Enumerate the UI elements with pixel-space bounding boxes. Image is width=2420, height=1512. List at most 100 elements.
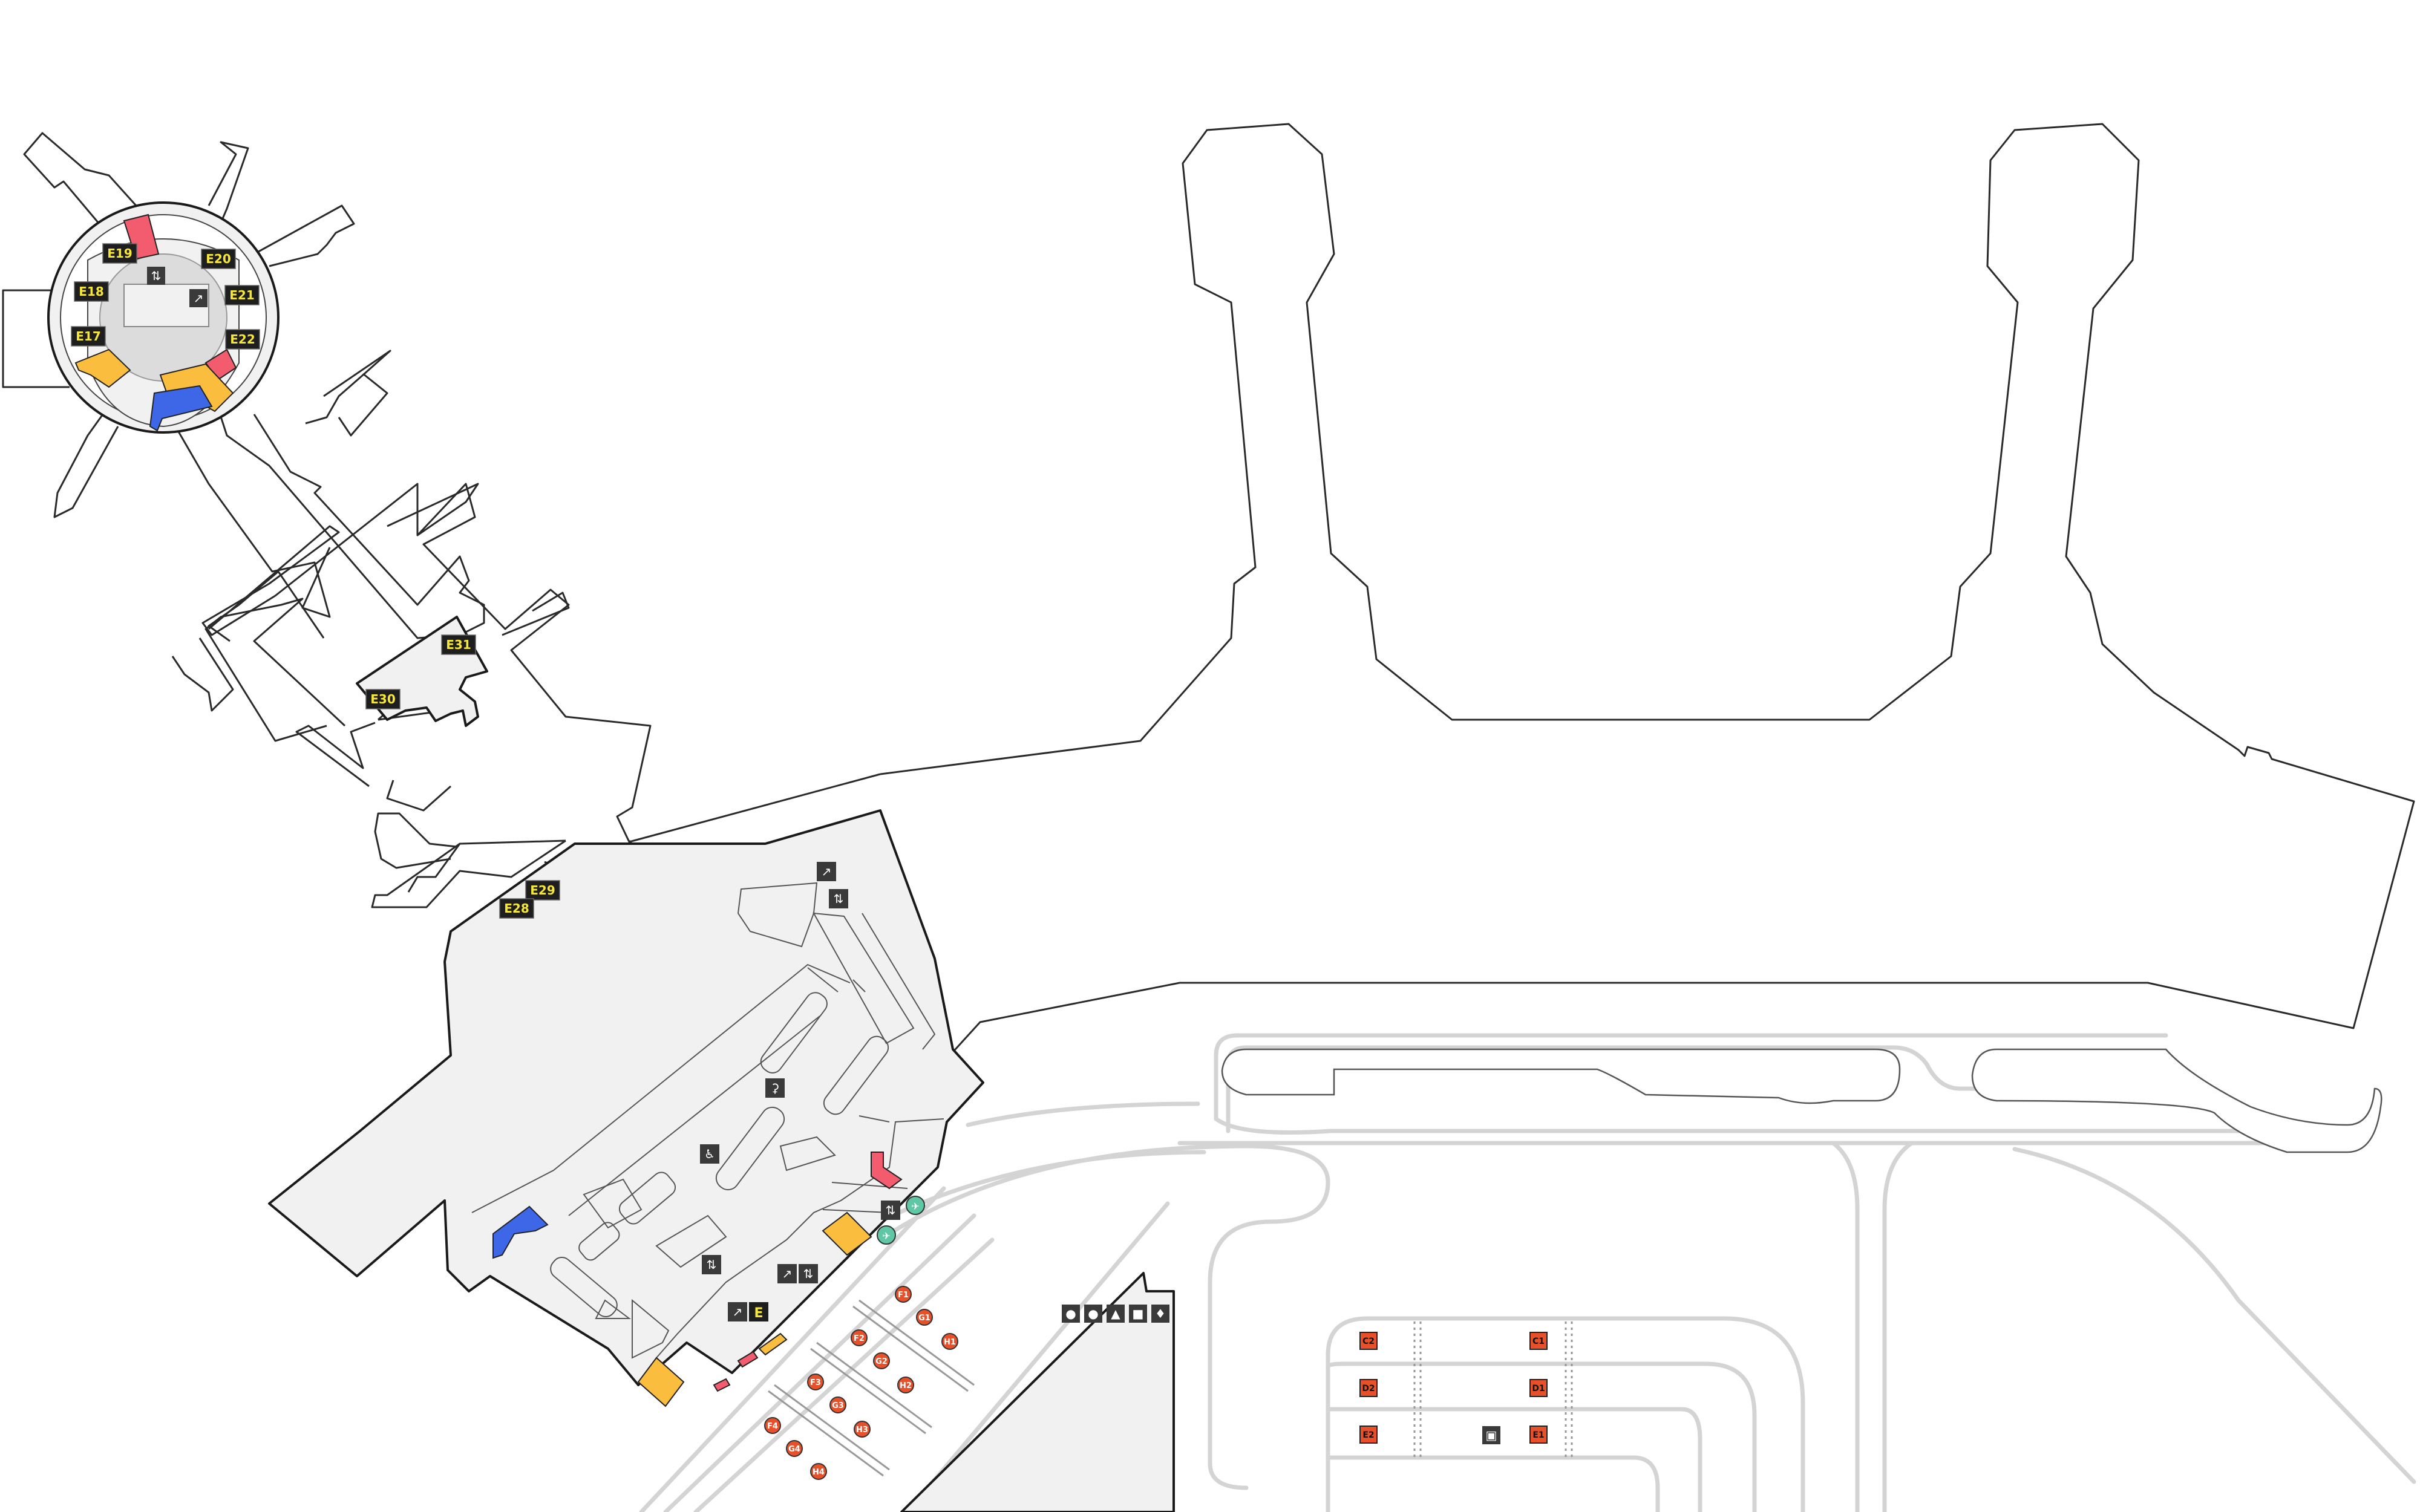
- stop-marker[interactable]: H1: [941, 1333, 958, 1350]
- shop-zone: [758, 1332, 788, 1356]
- train-icon[interactable]: ✈: [877, 1225, 896, 1245]
- taxi-icon[interactable]: ●: [1062, 1305, 1080, 1323]
- gate-e28[interactable]: E28: [499, 898, 534, 919]
- gate-labels: E19 E20 E18 E21 E17 E22 E31 E30: [71, 243, 560, 919]
- car-rental-icon[interactable]: ●: [1084, 1305, 1102, 1323]
- svg-text:●: ●: [1065, 1306, 1076, 1321]
- stop-marker[interactable]: H2: [897, 1377, 914, 1393]
- pickup-marker-d2[interactable]: D2: [1359, 1379, 1378, 1397]
- svg-text:E2: E2: [1362, 1430, 1374, 1440]
- gate-e30[interactable]: E30: [365, 689, 401, 709]
- shuttle-icon[interactable]: ▲: [1107, 1305, 1125, 1323]
- exit-e-marker[interactable]: E: [749, 1302, 768, 1321]
- gate-e19[interactable]: E19: [102, 243, 137, 264]
- bus-icon[interactable]: ■: [1129, 1305, 1147, 1323]
- elevator-icon[interactable]: ⇅: [702, 1255, 721, 1274]
- svg-text:E18: E18: [79, 284, 104, 299]
- svg-text:E31: E31: [446, 637, 471, 652]
- svg-text:E17: E17: [76, 329, 101, 344]
- svg-text:♿: ♿: [704, 1147, 715, 1161]
- elevator-icon[interactable]: ⇅: [799, 1264, 818, 1283]
- lower-interior: [471, 882, 944, 1359]
- elevator-icon[interactable]: ⇅: [881, 1201, 900, 1220]
- curbside-stops: F1 G1 H1 F2 G2 H2 F3 G3 H3 F4 G4 H4: [764, 1286, 975, 1480]
- escalator-icon[interactable]: ↗: [817, 862, 836, 881]
- gate-e31[interactable]: E31: [441, 634, 476, 655]
- escalator-icon[interactable]: ↗: [777, 1264, 797, 1283]
- stop-marker[interactable]: H3: [854, 1421, 871, 1438]
- stop-marker[interactable]: H4: [810, 1463, 827, 1480]
- svg-text:⇅: ⇅: [707, 1257, 717, 1272]
- shop-zone: [74, 348, 131, 388]
- stop-marker[interactable]: F2: [851, 1329, 868, 1346]
- amenity-icons: ⇅ ↗ ↗ ⇅ ⚳ ♿ ⇅ ↗ ⇅ ↗ ⇅ E ✈ ✈ ● ● ▲ ■ ♦ ▣: [147, 267, 1500, 1444]
- svg-text:F2: F2: [854, 1334, 865, 1343]
- stop-marker[interactable]: G1: [916, 1309, 933, 1326]
- escalator-icon[interactable]: ↗: [728, 1302, 747, 1321]
- roadways: [639, 1033, 2416, 1512]
- svg-text:G1: G1: [918, 1314, 930, 1323]
- curb-islands: [1221, 1048, 2382, 1153]
- svg-text:H1: H1: [944, 1338, 956, 1347]
- stop-marker[interactable]: F1: [895, 1286, 912, 1303]
- gate-e20[interactable]: E20: [201, 249, 236, 269]
- svg-text:↗: ↗: [782, 1266, 793, 1281]
- payment-icon[interactable]: ▣: [1482, 1426, 1500, 1444]
- stop-marker[interactable]: G2: [873, 1352, 890, 1369]
- pickup-marker-e1[interactable]: E1: [1529, 1426, 1548, 1444]
- svg-text:↗: ↗: [194, 291, 204, 305]
- gate-e18[interactable]: E18: [74, 281, 109, 302]
- pickup-marker-c2[interactable]: C2: [1359, 1332, 1378, 1350]
- svg-text:E1: E1: [1532, 1430, 1544, 1440]
- restroom-zone: [871, 1152, 903, 1190]
- svg-text:G2: G2: [875, 1357, 888, 1366]
- svg-text:⇅: ⇅: [834, 891, 844, 906]
- gate-e22[interactable]: E22: [225, 329, 260, 350]
- svg-text:F3: F3: [810, 1378, 821, 1387]
- lower-terminal-zones: [492, 1152, 903, 1407]
- gate-e17[interactable]: E17: [71, 326, 106, 347]
- stop-marker[interactable]: G3: [829, 1396, 846, 1413]
- elevator-icon[interactable]: ⇅: [829, 889, 848, 908]
- svg-text:⚳: ⚳: [771, 1081, 780, 1095]
- pickup-markers: C2 C1 D2 D1 E2 E1: [1359, 1321, 1573, 1458]
- escalator-icon[interactable]: ↗: [189, 289, 208, 307]
- accessible-icon[interactable]: ♿: [700, 1144, 719, 1164]
- stroller-icon[interactable]: ⚳: [765, 1078, 785, 1098]
- lower-terminal-floor: [268, 809, 984, 1386]
- svg-text:E21: E21: [229, 288, 255, 302]
- svg-text:F4: F4: [767, 1422, 778, 1431]
- stop-marker[interactable]: F3: [807, 1374, 824, 1390]
- svg-text:D1: D1: [1532, 1384, 1545, 1393]
- svg-text:⇅: ⇅: [803, 1266, 814, 1281]
- svg-text:♦: ♦: [1155, 1306, 1166, 1321]
- svg-text:⇅: ⇅: [886, 1203, 896, 1217]
- gate-e21[interactable]: E21: [224, 285, 260, 305]
- shop-zone: [822, 1211, 872, 1256]
- svg-text:H2: H2: [900, 1381, 912, 1390]
- svg-text:E19: E19: [107, 246, 132, 261]
- train-icon[interactable]: ✈: [906, 1196, 925, 1215]
- pickup-marker-e2[interactable]: E2: [1359, 1426, 1378, 1444]
- lounge-zone: [492, 1205, 549, 1259]
- pickup-marker-c1[interactable]: C1: [1529, 1332, 1548, 1350]
- gate-e29[interactable]: E29: [525, 880, 560, 901]
- svg-text:✈: ✈: [911, 1201, 919, 1212]
- svg-text:●: ●: [1088, 1306, 1098, 1321]
- elevator-icon[interactable]: ⇅: [147, 267, 165, 285]
- parking-garage: [900, 1272, 1175, 1512]
- stop-marker[interactable]: F4: [764, 1417, 781, 1434]
- svg-text:G3: G3: [832, 1401, 844, 1410]
- svg-text:F1: F1: [898, 1291, 909, 1300]
- pickup-marker-d1[interactable]: D1: [1529, 1379, 1548, 1397]
- svg-text:E29: E29: [530, 883, 555, 898]
- shop-zone: [637, 1357, 685, 1407]
- parking-icon[interactable]: ♦: [1151, 1305, 1169, 1323]
- restroom-zone: [713, 1378, 731, 1392]
- svg-text:E20: E20: [206, 252, 231, 266]
- svg-text:■: ■: [1133, 1306, 1144, 1321]
- stop-marker[interactable]: G4: [786, 1440, 803, 1457]
- svg-text:G4: G4: [788, 1445, 800, 1454]
- svg-text:E30: E30: [370, 692, 396, 706]
